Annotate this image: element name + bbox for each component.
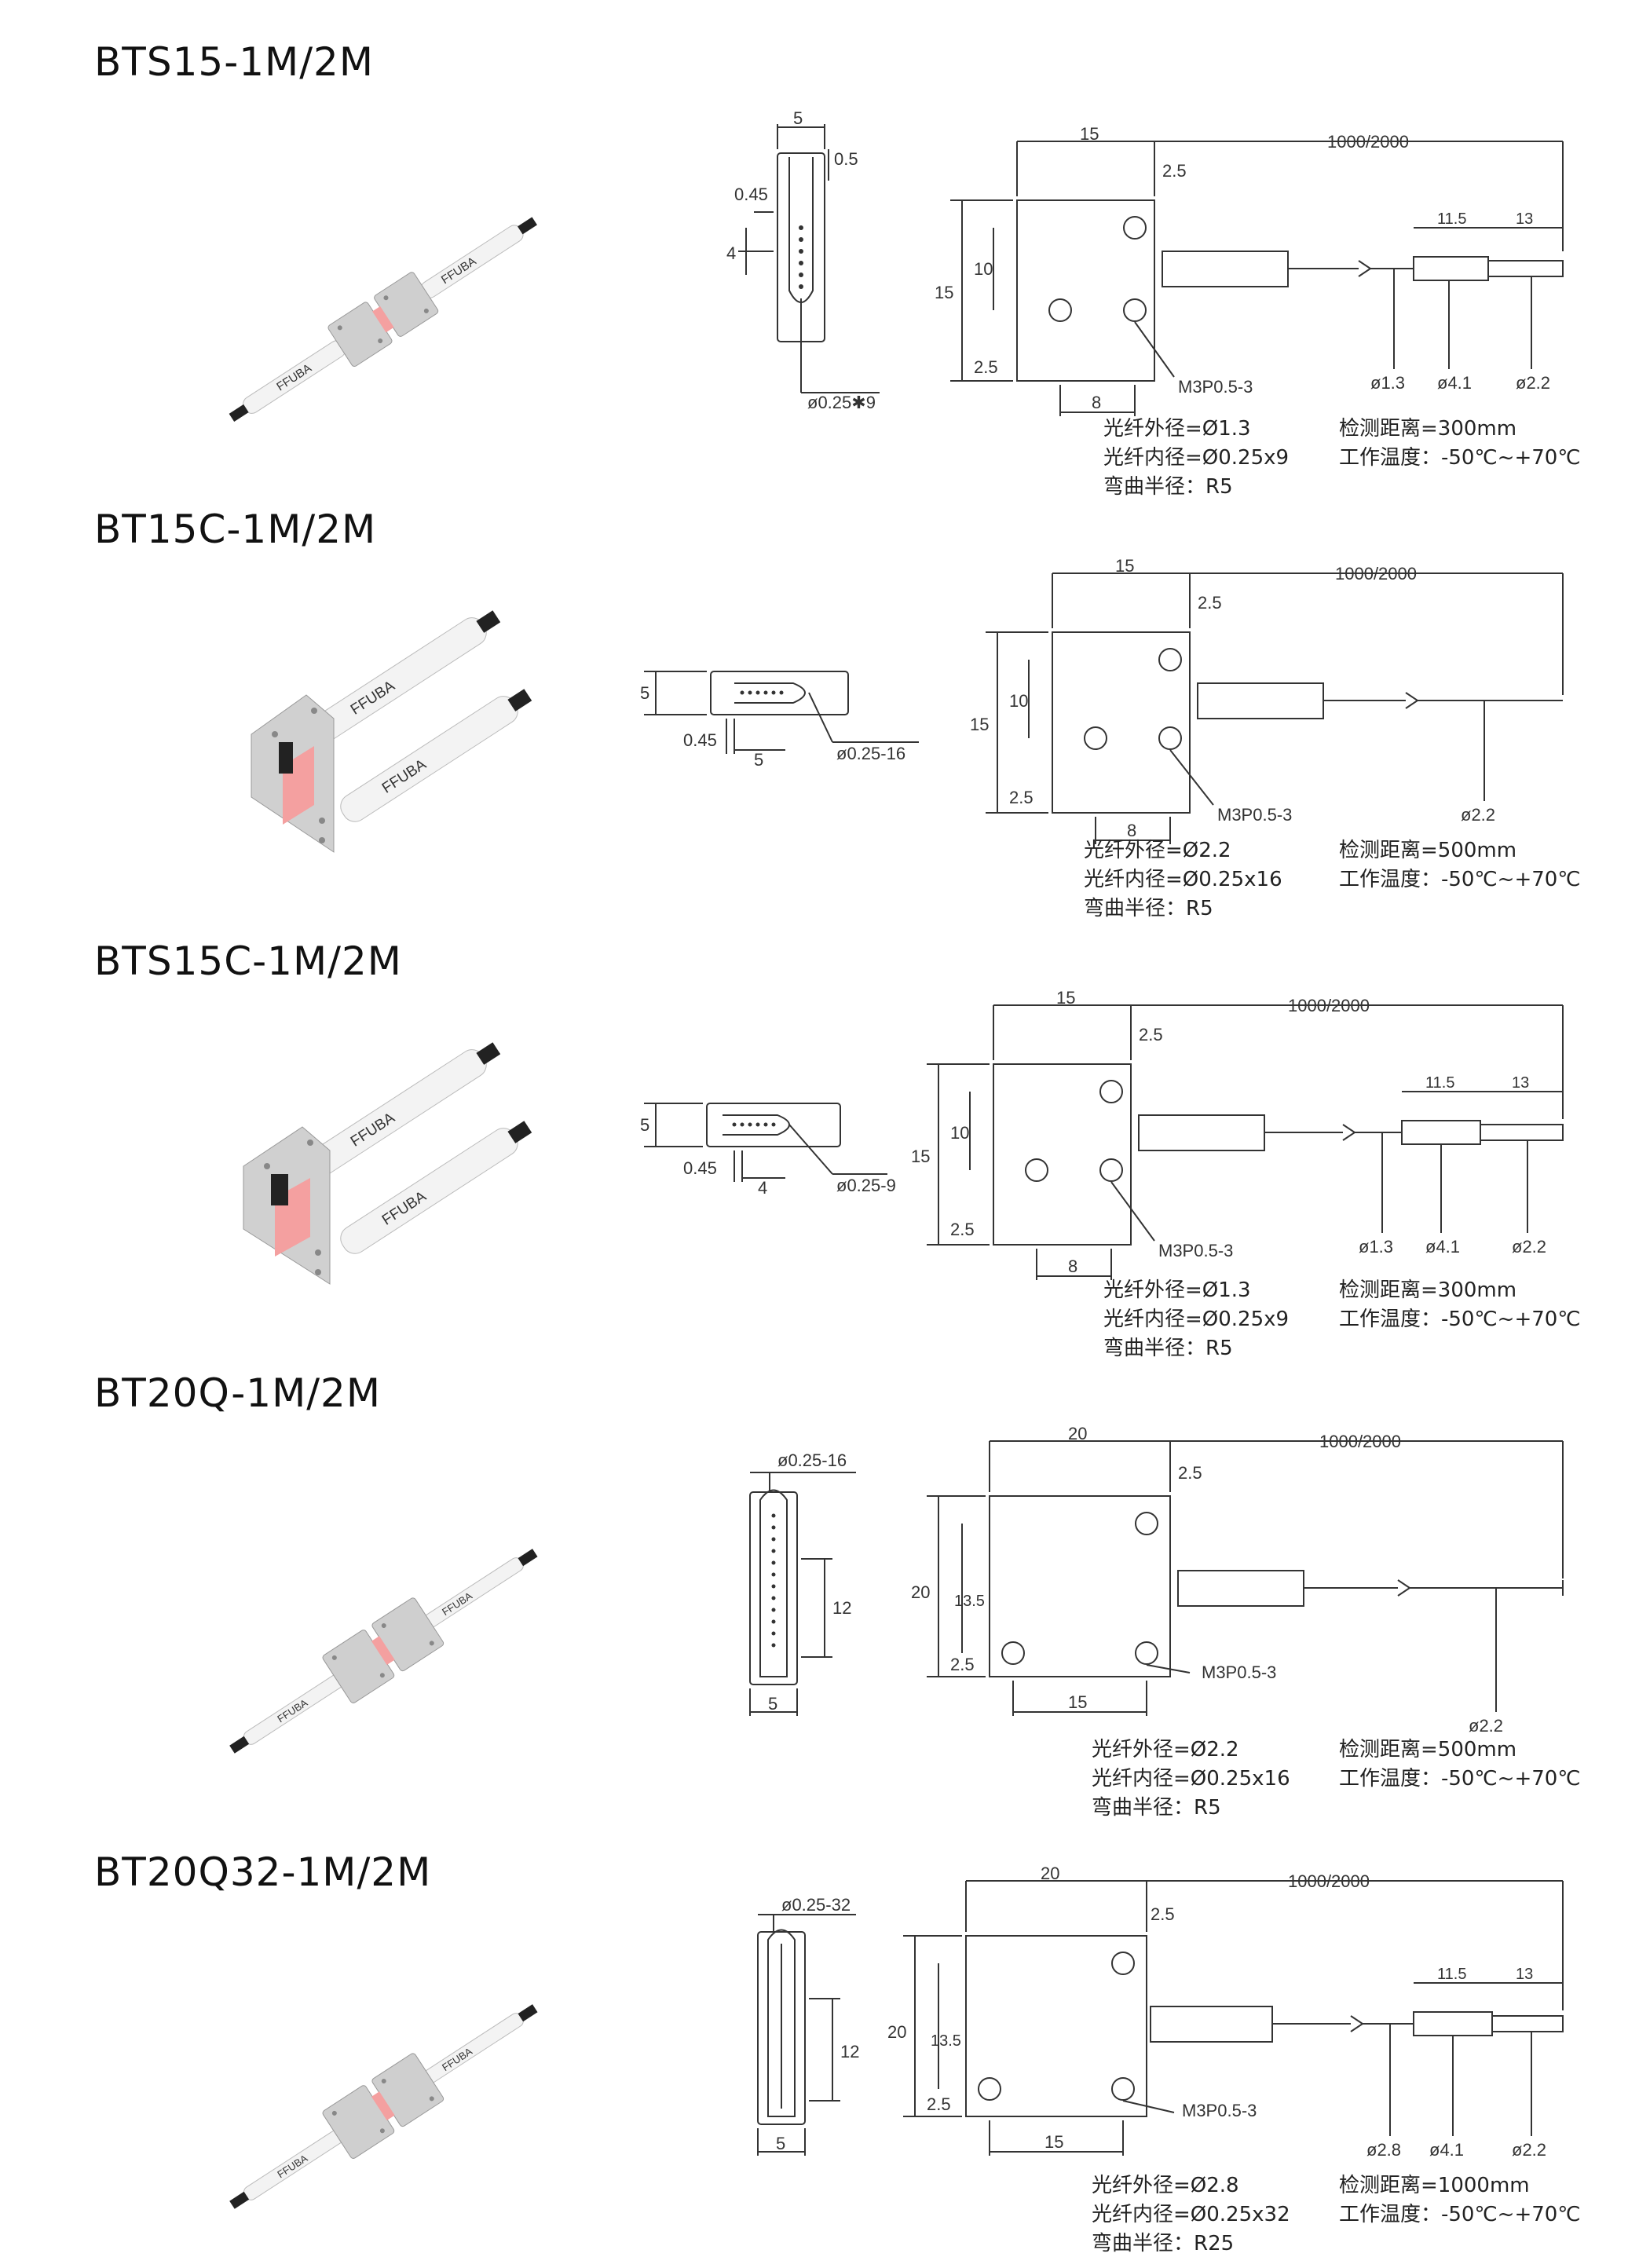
specs-block: 光纤外径=Ø2.2 光纤内径=Ø0.25x16 弯曲半径：R5 检测距离=500…	[1092, 1736, 1606, 1826]
dim-side-dia: ø0.25-32	[781, 1895, 851, 1915]
spec-inner-diameter: 光纤内径=Ø0.25x9	[1103, 1308, 1290, 1331]
section-bt15c: BT15C-1M/2M FFUBA FFUBA	[0, 507, 1628, 935]
spec-bend-radius: 弯曲半径：R5	[1103, 1337, 1233, 1360]
spec-outer-diameter: 光纤外径=Ø2.2	[1092, 1738, 1239, 1761]
section-bt20q: BT20Q-1M/2M FFUBA FFUBA	[0, 1370, 1628, 1820]
spec-inner-diameter: 光纤内径=Ø0.25x16	[1092, 1767, 1290, 1791]
spec-outer-diameter: 光纤外径=Ø1.3	[1103, 417, 1251, 441]
spec-detect-distance: 检测距离=300mm	[1339, 417, 1517, 441]
dim-side-height: 12	[840, 2042, 859, 2061]
specs-block: 光纤外径=Ø1.3 光纤内径=Ø0.25x9 弯曲半径：R5 检测距离=300m…	[1103, 415, 1606, 505]
sensor-pair-inline: FFUBA FFUBA	[229, 217, 537, 422]
section-bts15c: BTS15C-1M/2M FFUBA FFUBA	[0, 938, 1628, 1366]
dim-side-width: 5	[776, 2134, 785, 2153]
dim-side-dia: ø0.25✱9	[807, 393, 876, 412]
section-bt20q32: BT20Q32-1M/2M FFUBA FFUBA ø0.25-32	[0, 1849, 1628, 2268]
spec-outer-diameter: 光纤外径=Ø2.8	[1092, 2174, 1239, 2197]
side-view-drawing: 5 0.45 5 ø0.25-16	[640, 671, 919, 770]
dim-side-dia: ø0.25-16	[777, 1450, 847, 1470]
model-title: BTS15C-1M/2M	[94, 938, 402, 984]
spec-bend-radius: 弯曲半径：R25	[1092, 2232, 1235, 2255]
dim-side-hole: 0.45	[683, 1158, 717, 1178]
model-title: BT15C-1M/2M	[94, 507, 377, 552]
product-photo: FFUBA FFUBA	[243, 1042, 532, 1285]
side-view-drawing: 5 0.45 4 ø0.25-9	[640, 1103, 896, 1198]
model-title: BT20Q-1M/2M	[94, 1370, 382, 1416]
spec-outer-diameter: 光纤外径=Ø1.3	[1103, 1278, 1251, 1302]
dim-side-height: 4	[726, 243, 736, 263]
specs-block: 光纤外径=Ø2.2 光纤内径=Ø0.25x16 弯曲半径：R5 检测距离=500…	[1084, 836, 1606, 927]
model-title: BTS15-1M/2M	[94, 39, 374, 85]
product-photo: FFUBA FFUBA	[229, 2004, 538, 2209]
spec-detect-distance: 检测距离=1000mm	[1339, 2174, 1530, 2197]
dim-side-height: 12	[832, 1598, 851, 1618]
sensor-pair-inline: FFUBA FFUBA	[229, 2004, 538, 2209]
dim-side-hole: 0.45	[683, 730, 717, 750]
specs-block: 光纤外径=Ø2.8 光纤内径=Ø0.25x32 弯曲半径：R25 检测距离=10…	[1092, 2171, 1606, 2262]
spec-temperature: 工作温度：-50℃~+70℃	[1339, 446, 1581, 470]
dim-side-hole: 0.45	[734, 185, 768, 204]
spec-bend-radius: 弯曲半径：R5	[1103, 475, 1233, 499]
product-photo: FFUBA FFUBA	[229, 217, 537, 422]
dim-side-dia: ø0.25-16	[836, 744, 905, 763]
spec-temperature: 工作温度：-50℃~+70℃	[1339, 1308, 1581, 1331]
spec-inner-diameter: 光纤内径=Ø0.25x16	[1084, 868, 1282, 891]
spec-inner-diameter: 光纤内径=Ø0.25x32	[1092, 2203, 1290, 2226]
spec-bend-radius: 弯曲半径：R5	[1084, 897, 1213, 920]
dim-side-gap: 0.5	[834, 149, 858, 169]
spec-detect-distance: 检测距离=500mm	[1339, 839, 1517, 862]
dim-side-width: 5	[754, 750, 763, 770]
dim-side-height: 5	[640, 1115, 649, 1135]
spec-detect-distance: 检测距离=500mm	[1339, 1738, 1517, 1761]
spec-temperature: 工作温度：-50℃~+70℃	[1339, 868, 1581, 891]
spec-inner-diameter: 光纤内径=Ø0.25x9	[1103, 446, 1290, 470]
model-title: BT20Q32-1M/2M	[94, 1849, 432, 1895]
sensor-pair-fork: FFUBA FFUBA	[243, 1042, 532, 1285]
specs-block: 光纤外径=Ø1.3 光纤内径=Ø0.25x9 弯曲半径：R5 检测距离=300m…	[1103, 1276, 1606, 1366]
dim-side-width: 5	[793, 108, 803, 128]
side-view-drawing: ø0.25-16 12 5	[749, 1450, 856, 1716]
dim-side-height: 5	[640, 683, 649, 703]
spec-temperature: 工作温度：-50℃~+70℃	[1339, 1767, 1581, 1791]
product-photo: FFUBA FFUBA	[229, 1549, 538, 1754]
sensor-pair-fork: FFUBA FFUBA	[251, 610, 532, 853]
spec-temperature: 工作温度：-50℃~+70℃	[1339, 2203, 1581, 2226]
product-photo: FFUBA FFUBA	[251, 610, 532, 853]
side-view-drawing: ø0.25-32 12 5	[757, 1895, 859, 2156]
section-bts15: BTS15-1M/2M FFUBA FFUBA	[0, 39, 1628, 503]
spec-bend-radius: 弯曲半径：R5	[1092, 1796, 1221, 1820]
dim-side-width: 5	[768, 1694, 777, 1714]
spec-outer-diameter: 光纤外径=Ø2.2	[1084, 839, 1231, 862]
spec-detect-distance: 检测距离=300mm	[1339, 1278, 1517, 1302]
dim-side-width: 4	[758, 1178, 767, 1198]
side-view-drawing: 5 0.5 0.45 4 ø0.25✱9	[726, 108, 880, 412]
dim-side-dia: ø0.25-9	[836, 1176, 896, 1195]
